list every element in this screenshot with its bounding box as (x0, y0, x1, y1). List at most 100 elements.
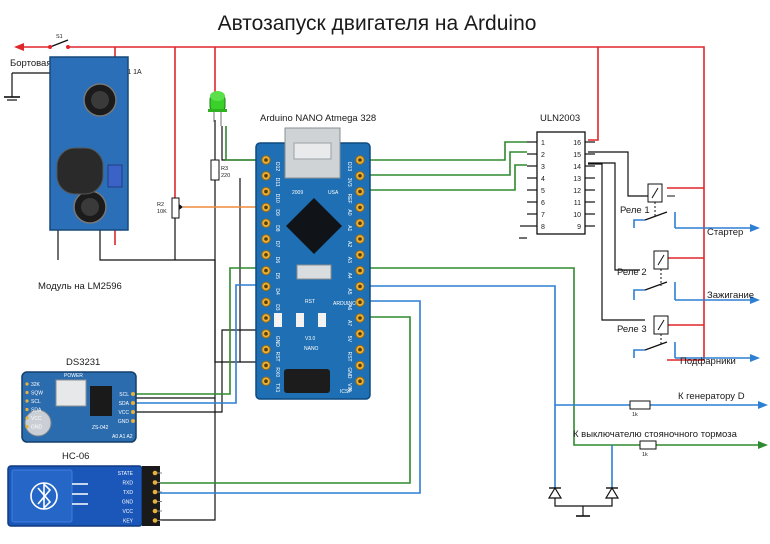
relay-3: Реле 3 Подфарники (617, 315, 736, 367)
nano-pin-hole (264, 284, 268, 289)
nano-pin-label: D2 (274, 320, 280, 327)
nano-pin-label: 3V3 (346, 178, 352, 187)
nano-pin-hole (264, 316, 268, 320)
ds3231-pin (131, 392, 135, 396)
hc06-pin-label: RXD (122, 481, 133, 487)
nano-pin-label: D12 (274, 162, 280, 171)
nano-pin-hole (264, 158, 268, 162)
nano-version: V3.0 (305, 336, 316, 342)
uln-pin-left: 4 (541, 176, 545, 183)
ds3231-pin-label: VCC (118, 410, 129, 416)
uln2003-driver: ULN2003 (536, 113, 586, 235)
ds3231-pin-label: SQW (31, 391, 43, 397)
nano-pin-label: D11 (274, 178, 280, 187)
brake-label: К выключателю стояночного тормоза (573, 429, 738, 440)
nano-pin-label: D10 (274, 194, 280, 203)
bortset-label: Бортовая сеть (10, 58, 73, 69)
nano-pin-label: GND (346, 367, 352, 379)
nano-pin-label: D8 (274, 225, 280, 232)
wires-signal (135, 126, 760, 484)
r1k-b-label: 1k (642, 452, 648, 458)
r1k-a-label: 1k (632, 412, 638, 418)
battery-input: S1 Бортовая сеть (4, 34, 73, 101)
nano-pin-hole (358, 363, 362, 368)
nano-pin-label: A3 (346, 257, 352, 263)
relay-2: Реле 2 Зажигание (617, 250, 754, 301)
headlights-label: Подфарники (680, 356, 736, 367)
ds3231-zs042: ZS-042 (92, 425, 109, 431)
nano-pin-label: A4 (346, 273, 352, 279)
ds3231-pin (25, 424, 29, 429)
ds3231-pin (131, 401, 135, 405)
nano-pin-label: D9 (274, 209, 280, 216)
ds3231-pin-label: 32K (31, 382, 41, 388)
nano-brand: ARDUINO (333, 301, 356, 307)
ds3231-pin (131, 410, 135, 414)
input-network: 1k 1k К генератору D К выключателю стоян… (547, 391, 745, 517)
uln-pin-left: 7 (541, 212, 545, 219)
nano-pin-hole (264, 379, 268, 384)
switch-label: S1 (56, 34, 63, 40)
hc06-pin-label: GND (122, 500, 134, 506)
ds3231-pin (25, 382, 29, 386)
nano-pin-hole (264, 332, 268, 336)
wires-blue (135, 219, 760, 494)
uln-pin-right: 12 (573, 188, 581, 195)
nano-pin-hole (264, 189, 268, 194)
ds3231-pin (25, 407, 29, 412)
ds3231-module: DS3231 POWER ZS-042 A0 A1 A2 (21, 357, 137, 443)
nano-pin-hole (264, 347, 268, 352)
nano-pin-hole (264, 221, 268, 225)
nano-mark: NANO (304, 346, 319, 352)
uln-pin-right: 13 (573, 176, 581, 183)
nano-pin-label: A7 (346, 320, 352, 326)
hc06-pin (152, 489, 158, 495)
module-label: Модуль на LM2596 (38, 281, 122, 292)
r3-label: R3 (221, 166, 228, 172)
nano-pin-hole (358, 284, 362, 289)
hc06-pin-label: STATE (118, 471, 134, 477)
nano-pin-hole (264, 237, 268, 241)
ds3231-pin (25, 390, 29, 395)
arduino-label: Arduino NANO Atmega 328 (260, 113, 376, 124)
nano-pin-hole (358, 316, 362, 320)
uln-label: ULN2003 (540, 113, 580, 124)
hc06-label: HC-06 (62, 451, 89, 462)
nano-pin-hole (358, 332, 362, 336)
r3-value: 220 (221, 173, 230, 179)
arduino-nano: Arduino NANO Atmega 328 2009 USA RST ARD… (255, 113, 376, 400)
nano-pin-hole (358, 205, 362, 210)
nano-pin-label: A0 (346, 209, 352, 215)
nano-pin-hole (358, 174, 362, 178)
nano-pin-hole (358, 189, 362, 194)
nano-pin-label: D7 (274, 241, 280, 248)
nano-pin-hole (358, 347, 362, 352)
relay2-label: Реле 2 (617, 267, 647, 278)
nano-pin-label: D3 (274, 304, 280, 311)
hc06-pin-label: VCC (122, 509, 133, 515)
hc06-pin (152, 470, 158, 476)
uln-pin-right: 10 (573, 212, 581, 219)
nano-pin-label: TX1 (274, 383, 280, 392)
led-indicator (208, 91, 227, 126)
nano-pin-label: A6 (346, 304, 352, 310)
ds3231-pin-label: SCL (31, 399, 41, 405)
nano-pin-label: D6 (274, 257, 280, 264)
uln-pin-left: 1 (541, 140, 545, 147)
hc06-module: HC-06 (7, 451, 160, 527)
nano-pin-hole (358, 237, 362, 241)
generator-label: К генератору D (678, 391, 745, 402)
nano-pin-label: D4 (274, 288, 280, 295)
nano-pin-hole (264, 300, 268, 305)
ds3231-pin (25, 399, 29, 403)
nano-pin-hole (264, 363, 268, 368)
ignition-label: Зажигание (707, 290, 754, 301)
uln-pin-right: 11 (574, 200, 581, 207)
hc06-pin (152, 518, 158, 523)
nano-pin-label: RST (274, 352, 280, 362)
nano-pin-label: VIN (346, 383, 352, 392)
